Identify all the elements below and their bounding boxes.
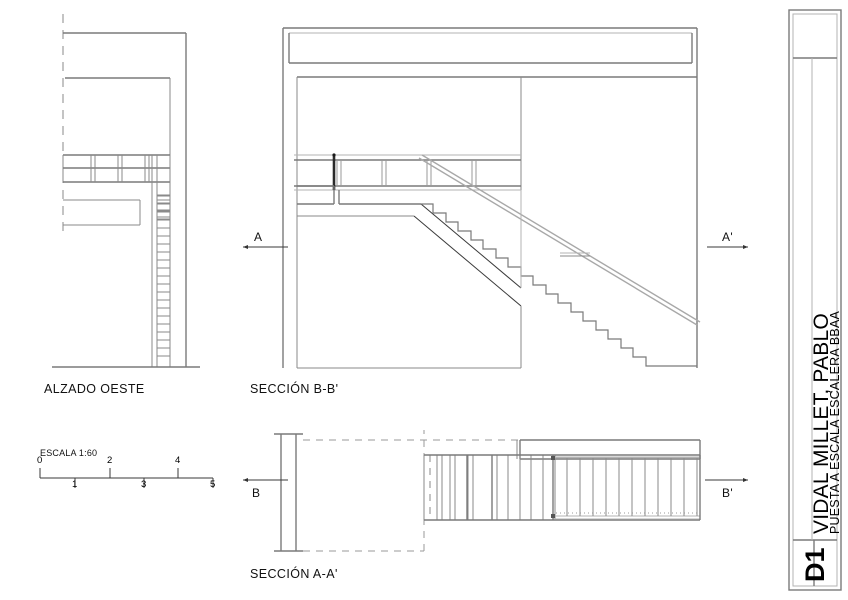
title-block-frame <box>788 9 842 591</box>
railing-balusters <box>336 160 477 186</box>
scale-bar-title: ESCALA 1:60 <box>40 448 98 458</box>
title-block-sheet-code: D1 <box>800 547 830 582</box>
section-bb-geometry <box>282 27 701 369</box>
elevation-tread-lines <box>157 195 170 357</box>
stair-soffit-upper <box>420 203 522 289</box>
section-aa-geometry <box>274 430 701 552</box>
elevation-west-geometry <box>62 14 187 367</box>
scale-tick-1: 1 <box>72 479 78 490</box>
aa-tread-lines <box>423 455 556 520</box>
aa-balusters <box>566 458 698 516</box>
handrail-bb <box>418 154 701 326</box>
scale-bar-graphic <box>39 468 214 488</box>
section-marker-a-prime: A' <box>722 230 734 244</box>
scale-tick-3: 3 <box>141 479 147 490</box>
section-marker-b: B <box>252 486 261 500</box>
section-marker-a: A <box>254 230 263 244</box>
tread-ladder <box>157 195 170 201</box>
caption-seccion-aa: SECCIÓN A-A' <box>250 567 338 581</box>
stair-steps-bb <box>421 203 697 367</box>
scale-tick-2: 2 <box>107 455 113 466</box>
caption-alzado-oeste: ALZADO OESTE <box>44 382 145 396</box>
caption-seccion-bb: SECCIÓN B-B' <box>250 382 339 396</box>
section-marker-leaders <box>243 245 748 482</box>
scale-tick-0: 0 <box>37 455 43 466</box>
scale-tick-5: 5 <box>210 479 216 490</box>
elevation-ladder <box>157 195 170 218</box>
section-marker-b-prime: B' <box>722 486 734 500</box>
title-block-subject: PUESTA A ESCALA ESCALERA BBAA <box>828 310 842 534</box>
scale-tick-4: 4 <box>175 455 181 466</box>
